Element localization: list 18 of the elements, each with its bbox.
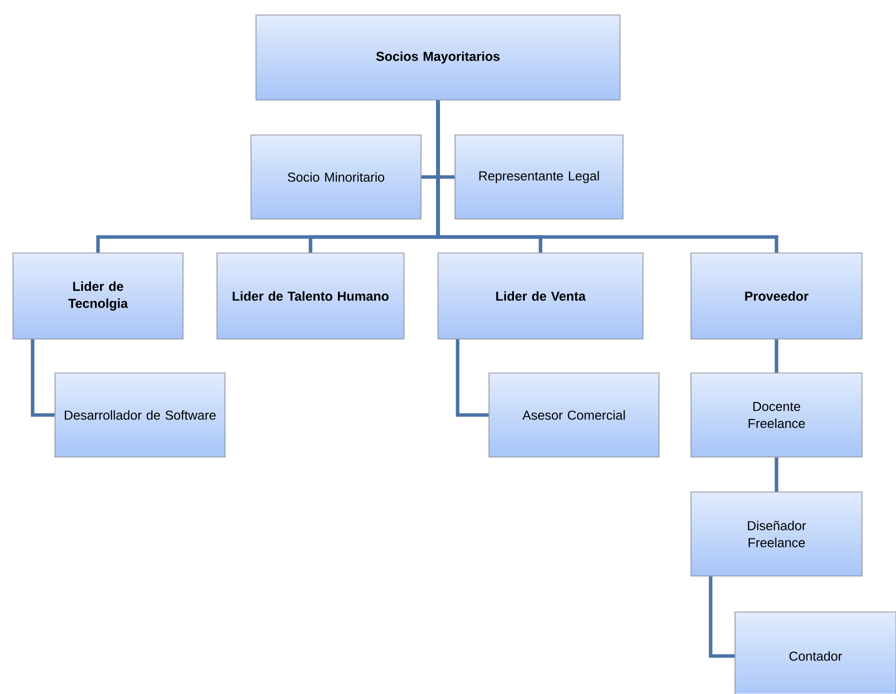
role-box: Docente Freelance bbox=[690, 372, 862, 458]
connector-line bbox=[774, 457, 778, 492]
title-box: Socios Mayoritarios bbox=[256, 14, 620, 100]
connector-line bbox=[436, 100, 778, 253]
role-box: Lider de Venta bbox=[438, 252, 644, 340]
connector-line bbox=[456, 339, 489, 417]
role-box: Socio Minoritario bbox=[250, 134, 422, 220]
role-box: Representante Legal bbox=[454, 134, 624, 220]
connector-line bbox=[774, 339, 778, 373]
role-box: Diseñador Freelance bbox=[690, 492, 862, 576]
role-box: Desarrollador de Software bbox=[54, 372, 226, 458]
role-box: Asesor Comercial bbox=[488, 372, 660, 458]
connector-line bbox=[30, 339, 55, 417]
role-box: Proveedor bbox=[690, 252, 862, 340]
connector-line bbox=[708, 576, 735, 658]
role-box: Contador bbox=[734, 612, 896, 694]
role-box: Lider de Talento Humano bbox=[216, 252, 404, 340]
role-box: Lider de Tecnolgia bbox=[12, 252, 184, 340]
